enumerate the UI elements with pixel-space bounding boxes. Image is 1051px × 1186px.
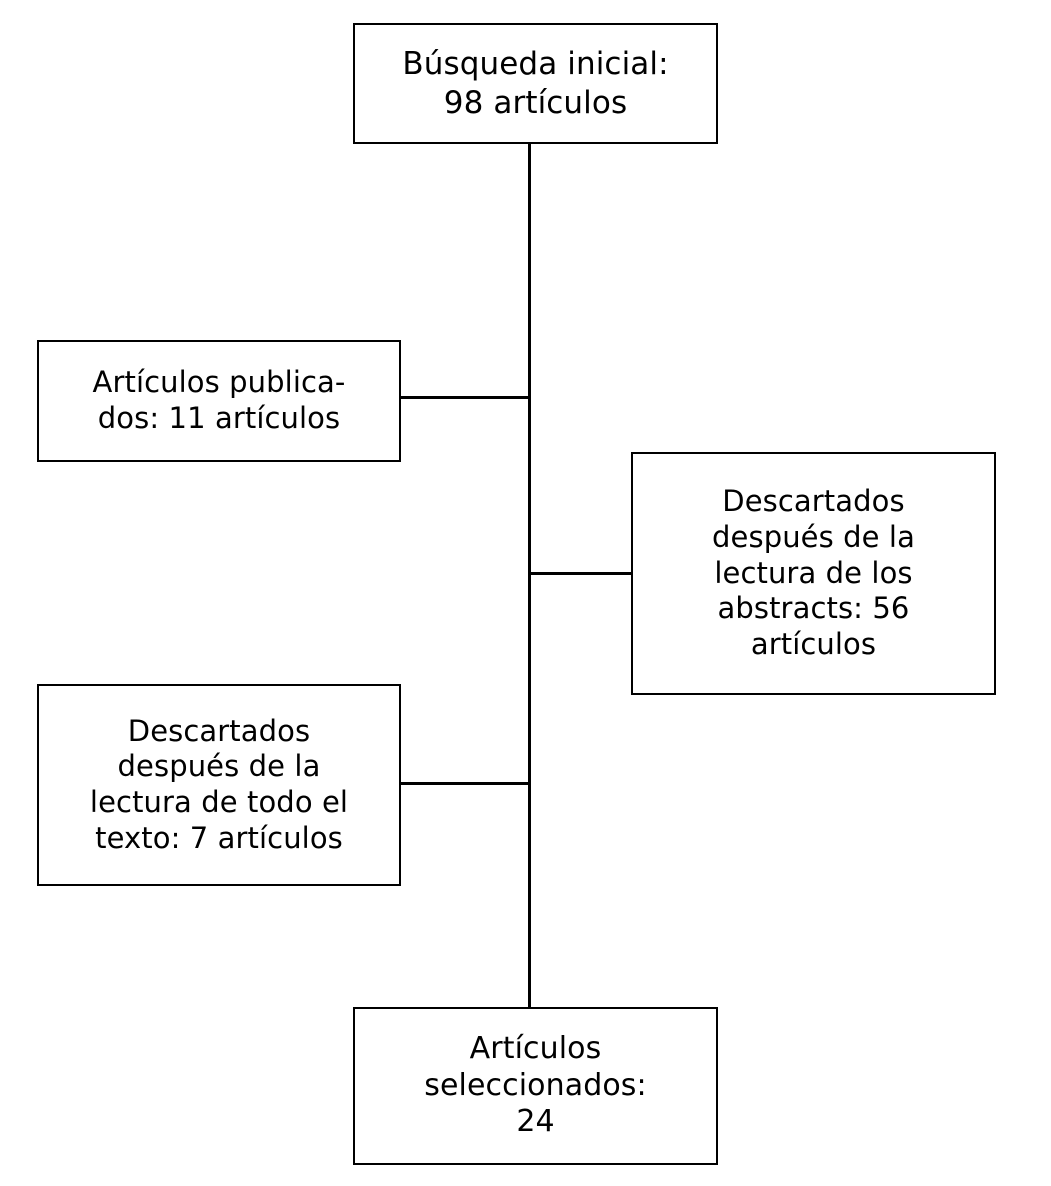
connector-trunk-vertical xyxy=(528,143,531,1009)
node-initial-search-label: Búsqueda inicial: 98 artículos xyxy=(402,46,669,121)
node-initial-search: Búsqueda inicial: 98 artículos xyxy=(353,23,718,144)
node-published-articles-label: Artículos publica- dos: 11 artículos xyxy=(92,365,346,435)
connector-branch-discarded-abstracts xyxy=(528,572,633,575)
connector-branch-published xyxy=(400,396,530,399)
node-discarded-after-abstracts: Descartados después de la lectura de los… xyxy=(631,452,996,695)
connector-branch-discarded-fulltext xyxy=(400,782,530,785)
node-published-articles: Artículos publica- dos: 11 artículos xyxy=(37,340,401,462)
node-discarded-after-fulltext-label: Descartados después de la lectura de tod… xyxy=(89,713,349,855)
node-discarded-after-fulltext: Descartados después de la lectura de tod… xyxy=(37,684,401,886)
node-selected-articles: Artículos seleccionados: 24 xyxy=(353,1007,718,1165)
node-selected-articles-label: Artículos seleccionados: 24 xyxy=(424,1030,647,1140)
node-discarded-after-abstracts-label: Descartados después de la lectura de los… xyxy=(712,484,915,661)
